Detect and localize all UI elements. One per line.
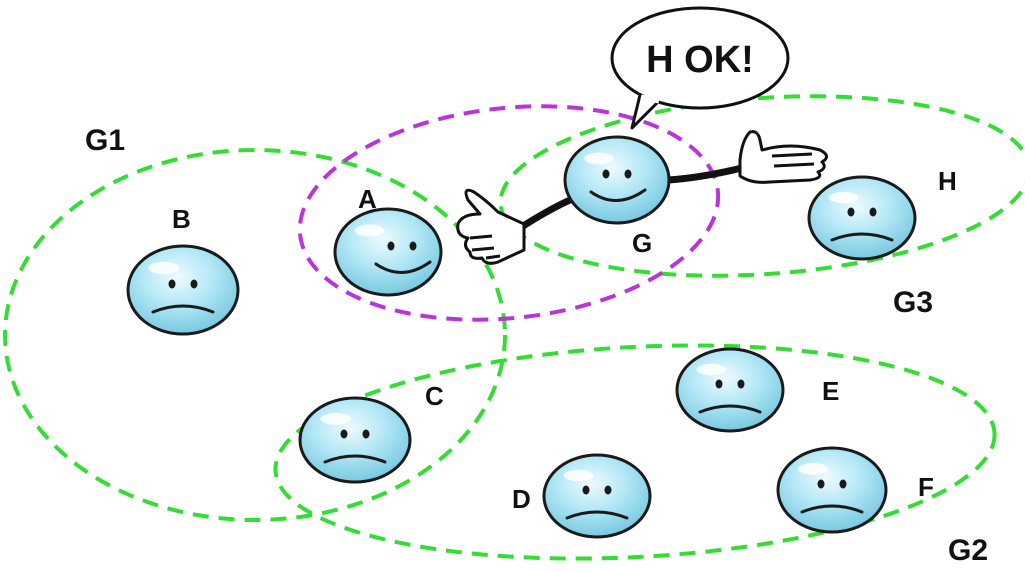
pointing-hand-icon xyxy=(456,188,526,265)
eye xyxy=(190,279,198,289)
group-label-g1: G1 xyxy=(85,124,125,157)
eye xyxy=(817,479,825,489)
eye xyxy=(604,485,612,495)
face-a xyxy=(333,207,443,297)
eye xyxy=(340,429,348,439)
eye xyxy=(602,169,610,179)
face-highlight xyxy=(828,191,859,204)
eye xyxy=(582,485,590,495)
eye xyxy=(387,241,395,251)
node-label-d: D xyxy=(512,484,531,514)
speech-bubble: H OK! xyxy=(610,6,790,130)
frown-mouth xyxy=(698,404,762,414)
node-a: A xyxy=(333,184,443,297)
node-c: C xyxy=(298,381,444,484)
node-label-a: A xyxy=(358,184,377,214)
node-b: B xyxy=(126,204,240,336)
node-e: E xyxy=(675,347,839,433)
smile-mouth xyxy=(589,188,647,202)
node-f: F xyxy=(776,446,934,534)
node-label-e: E xyxy=(822,376,839,406)
face-highlight xyxy=(563,469,594,482)
face-b xyxy=(126,244,240,336)
node-label-h: H xyxy=(938,166,957,196)
face-highlight xyxy=(797,463,829,475)
eye xyxy=(737,379,745,389)
group-g1-boundary xyxy=(3,148,507,522)
eye xyxy=(168,279,176,289)
group-ellipses xyxy=(3,94,1025,561)
group-g3-boundary xyxy=(498,94,1025,278)
group-label-g2: G2 xyxy=(948,534,988,567)
node-label-c: C xyxy=(425,381,444,411)
eye xyxy=(362,429,370,439)
open-hand-icon xyxy=(738,130,828,184)
frown-mouth xyxy=(151,304,215,314)
eye xyxy=(715,379,723,389)
frown-mouth xyxy=(323,454,387,464)
frown-mouth xyxy=(565,510,629,520)
face-highlight xyxy=(354,224,385,237)
face-e xyxy=(675,347,785,433)
face-highlight xyxy=(148,261,180,275)
speech-bubble-text: H OK! xyxy=(646,39,754,81)
face-g xyxy=(563,135,671,225)
smile-mouth xyxy=(374,260,432,274)
node-label-b: B xyxy=(172,204,191,234)
group-g2-boundary xyxy=(273,343,997,561)
face-highlight xyxy=(696,363,727,376)
face-d xyxy=(542,453,652,539)
face-c xyxy=(298,396,412,484)
group-label-g3: G3 xyxy=(893,286,933,319)
node-label-f: F xyxy=(918,472,934,502)
eye xyxy=(409,241,417,251)
eye xyxy=(624,169,632,179)
face-h xyxy=(807,175,917,261)
group-ag-boundary xyxy=(297,104,721,322)
node-label-g: G xyxy=(632,228,652,258)
frown-mouth xyxy=(830,232,894,242)
face-f xyxy=(776,446,888,534)
eye xyxy=(847,207,855,217)
node-h: H xyxy=(807,166,957,261)
node-g: G xyxy=(563,135,671,258)
eye xyxy=(839,479,847,489)
face-highlight xyxy=(320,413,352,425)
faces-layer: A B C D E F G H xyxy=(126,135,957,539)
node-d: D xyxy=(512,453,652,539)
eye xyxy=(869,207,877,217)
face-highlight xyxy=(584,152,614,165)
frown-mouth xyxy=(800,504,864,514)
